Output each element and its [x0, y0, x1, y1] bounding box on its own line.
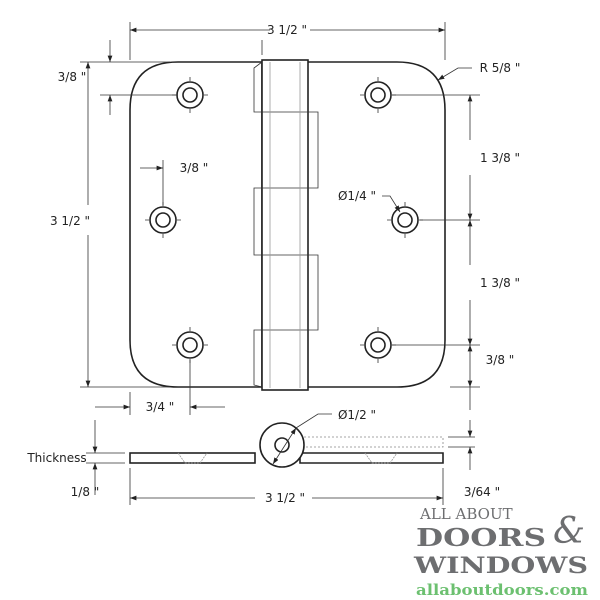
hinge-side-view	[86, 413, 475, 505]
logo-ampersand: &	[553, 511, 585, 552]
hole-centerline	[145, 202, 181, 238]
upper-spacing-label: 1 3/8 "	[480, 151, 520, 165]
website-url: allaboutdoors.com	[416, 581, 588, 599]
hole-offset-label: 3/8 "	[180, 161, 209, 175]
screw-hole	[182, 87, 198, 103]
width-label: 3 1/2 "	[267, 23, 307, 37]
screw-hole	[397, 212, 413, 228]
edge-offset-label: 3/4 "	[146, 400, 175, 414]
radius-label: R 5/8 "	[480, 61, 521, 75]
pin-diameter-label: Ø1/2 "	[338, 408, 376, 422]
side-width-label: 3 1/2 "	[265, 491, 305, 505]
gap-label: 3/64 "	[464, 485, 500, 499]
right-leaf	[304, 61, 446, 388]
dimension-labels: 3 1/2 " 3 1/2 " 3/8 " 3/8 " 3/4 " R 5/8 …	[26, 23, 520, 505]
lower-spacing-label: 1 3/8 "	[480, 276, 520, 290]
knuckles	[253, 59, 319, 391]
screw-hole	[370, 337, 386, 353]
dimension-lines	[80, 22, 480, 415]
thickness-label: Thickness	[26, 451, 86, 465]
hole-centerline	[172, 327, 208, 363]
thickness-value-label: 1/8 "	[71, 485, 100, 499]
screw-hole	[370, 87, 386, 103]
brand-logo: ALL ABOUT DOORS & WINDOWS allaboutdoors.…	[413, 505, 588, 599]
top-margin-label: 3/8 "	[58, 70, 87, 84]
bottom-margin-label: 3/8 "	[486, 353, 515, 367]
left-leaf	[129, 61, 263, 388]
height-label: 3 1/2 "	[50, 214, 90, 228]
screw-hole	[182, 337, 198, 353]
logo-line-3: WINDOWS	[413, 553, 588, 579]
screw-hole	[155, 212, 171, 228]
hole-diameter-label: Ø1/4 "	[338, 189, 376, 203]
hinge-front-view	[129, 59, 446, 391]
screw-holes	[145, 77, 423, 363]
logo-line-1: ALL ABOUT	[419, 505, 513, 523]
logo-line-2: DOORS	[416, 523, 546, 552]
